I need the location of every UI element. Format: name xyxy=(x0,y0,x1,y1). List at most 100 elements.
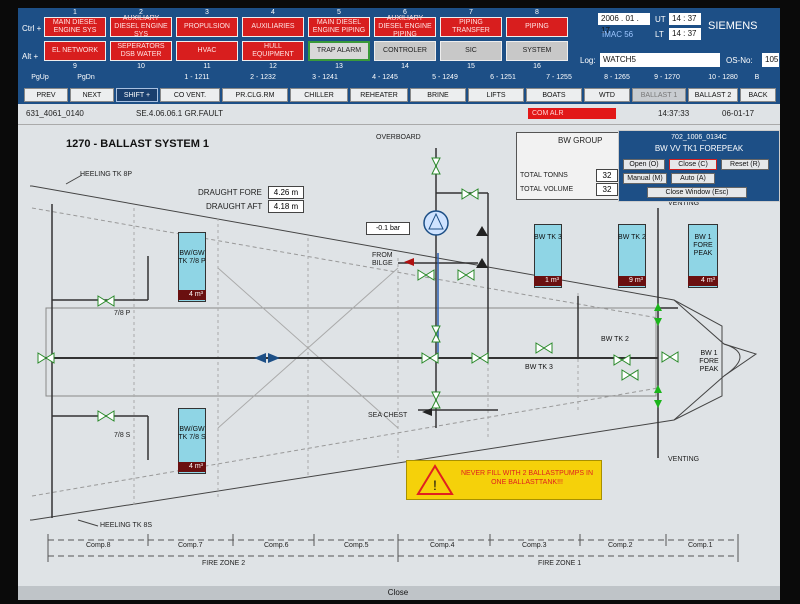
tank-bwgw-7-8p-value: 4 m³ xyxy=(178,290,206,300)
osno-field: 105 xyxy=(762,53,779,67)
popup-close-button[interactable]: Close (C) xyxy=(669,159,717,170)
num-16: 16 xyxy=(533,63,541,70)
imac-label: IMAC 56 xyxy=(602,30,634,39)
valve-control-popup: 702_1006_0134C BW VV TK1 FOREPEAK Open (… xyxy=(618,130,780,202)
status-fault[interactable]: SE.4.06.06.1 GR.FAULT xyxy=(136,109,224,118)
btn-seperators[interactable]: SEPERATORS DSB WATER xyxy=(110,41,172,61)
close-button[interactable]: Close xyxy=(387,588,409,597)
comp-3: Comp.3 xyxy=(522,542,547,549)
btn-controler[interactable]: CONTROLER xyxy=(374,41,436,61)
btn-hvac[interactable]: HVAC xyxy=(176,41,238,61)
fnum-4: 4 - 1245 xyxy=(372,74,398,81)
fnum-3: 3 - 1241 xyxy=(312,74,338,81)
pr-clg-rm-button[interactable]: PR.CLG.RM xyxy=(222,88,288,102)
warning-icon: ! xyxy=(416,464,454,495)
shift-button[interactable]: SHIFT + xyxy=(116,88,158,102)
tank-bw-3-label: BW TK 3 xyxy=(534,234,562,241)
num-15: 15 xyxy=(467,63,475,70)
btn-propulsion[interactable]: PROPULSION xyxy=(176,17,238,37)
num-6: 6 xyxy=(403,9,407,16)
btn-piping[interactable]: PIPING xyxy=(506,17,568,37)
alt-label: Alt + xyxy=(22,52,39,61)
btn-hull-equipment[interactable]: HULL EQUIPMENT xyxy=(242,41,304,61)
valve-7-8p-label: 7/8 P xyxy=(114,310,131,317)
top-bar: Ctrl + Alt + 1 2 3 4 5 6 7 8 MAIN DIESEL… xyxy=(18,8,780,72)
popup-reset-button[interactable]: Reset (R) xyxy=(721,159,769,170)
popup-manual-button[interactable]: Manual (M) xyxy=(623,173,667,184)
ballast2-button[interactable]: BALLAST 2 xyxy=(688,88,738,102)
ballast1-button[interactable]: BALLAST 1 xyxy=(632,88,686,102)
tank-bwgw-7-8s-value: 4 m³ xyxy=(178,462,206,472)
btn-aux-diesel-engine-piping[interactable]: AUXILIARY DIESEL ENGINE PIPING xyxy=(374,15,436,38)
num-14: 14 xyxy=(401,63,409,70)
co-vent-button[interactable]: CO VENT. xyxy=(160,88,220,102)
status-time: 14:37:33 xyxy=(658,109,690,118)
draught-fore-label: DRAUGHT FORE xyxy=(198,188,262,197)
total-tonns-value: 32 xyxy=(596,169,618,182)
comp-4: Comp.4 xyxy=(430,542,455,549)
next-button[interactable]: NEXT xyxy=(70,88,114,102)
reheater-button[interactable]: REHEATER xyxy=(350,88,408,102)
lt-time: 14 : 37 xyxy=(669,28,701,40)
log-field[interactable]: WATCH5 xyxy=(600,53,720,67)
tank-bwgw-7-8p-label: BW/GW TK 7/8 P xyxy=(178,250,206,265)
fire-zone-1: FIRE ZONE 1 xyxy=(538,560,582,567)
date-display: 2006 . 01 . 17 xyxy=(598,13,650,35)
chiller-button[interactable]: CHILLER xyxy=(290,88,348,102)
ctrl-label: Ctrl + xyxy=(22,24,42,33)
btn-main-diesel-engine-piping[interactable]: MAIN DIESEL ENGINE PIPING xyxy=(308,17,370,37)
wtd-button[interactable]: WTD xyxy=(584,88,630,102)
fnum-7: 7 - 1255 xyxy=(546,74,572,81)
tank-bw-1-fore-peak-value: 4 m³ xyxy=(688,276,718,286)
popup-close-window-button[interactable]: Close Window (Esc) xyxy=(647,187,747,198)
popup-open-button[interactable]: Open (O) xyxy=(623,159,665,170)
fnum-8: 8 - 1265 xyxy=(604,74,630,81)
comp-8: Comp.8 xyxy=(86,542,111,549)
num-4: 4 xyxy=(271,9,275,16)
osno-label: OS-No: xyxy=(726,56,753,65)
btn-aux-diesel-engine-sys[interactable]: AUXILIARY DIESEL ENGINE SYS xyxy=(110,15,172,38)
draught-fore-value: 4.26 m xyxy=(268,186,304,199)
ballast-diagram xyxy=(30,148,758,562)
lifts-button[interactable]: LIFTS xyxy=(468,88,524,102)
back-button[interactable]: BACK xyxy=(740,88,776,102)
draught-aft-value: 4.18 m xyxy=(268,200,304,213)
overboard-label: OVERBOARD xyxy=(376,134,421,141)
btn-el-network[interactable]: EL NETWORK xyxy=(44,41,106,61)
ut-label: UT xyxy=(655,15,666,24)
popup-auto-button[interactable]: Auto (A) xyxy=(671,173,715,184)
valve-7-8s-label: 7/8 S xyxy=(114,432,131,439)
btn-system[interactable]: SYSTEM xyxy=(506,41,568,61)
comp-2: Comp.2 xyxy=(608,542,633,549)
hull-label-bw1-fore-peak: BW 1 FORE PEAK xyxy=(699,350,719,373)
bw-group-title: BW GROUP xyxy=(558,136,603,145)
btn-main-diesel-engine-sys[interactable]: MAIN DIESEL ENGINE SYS xyxy=(44,17,106,37)
comp-5: Comp.5 xyxy=(344,542,369,549)
hull-label-bw-tk2: BW TK 2 xyxy=(601,336,629,343)
popup-code: 702_1006_0134C xyxy=(671,134,727,141)
prev-button[interactable]: PREV xyxy=(24,88,68,102)
comp-1: Comp.1 xyxy=(688,542,713,549)
btn-piping-transfer[interactable]: PIPING TRANSFER xyxy=(440,17,502,37)
btn-trap-alarm[interactable]: TRAP ALARM xyxy=(308,41,370,61)
com-alarm-indicator[interactable]: COM ALR xyxy=(528,108,616,119)
siemens-logo: SIEMENS xyxy=(708,20,758,32)
heeling-tk-8p-label: HEELING TK 8P xyxy=(80,171,133,178)
num-11: 11 xyxy=(203,63,211,70)
brine-button[interactable]: BRINE xyxy=(410,88,466,102)
btn-auxiliaries[interactable]: AUXILIARIES xyxy=(242,17,304,37)
boats-button[interactable]: BOATS xyxy=(526,88,582,102)
num-10: 10 xyxy=(137,63,145,70)
pressure-value: -0.1 bar xyxy=(366,222,410,235)
sea-chest-label: SEA CHEST xyxy=(368,412,408,419)
fnum-pgdn: PgDn xyxy=(77,74,95,81)
lt-label: LT xyxy=(655,30,664,39)
fnum-1: 1 - 1211 xyxy=(184,74,210,81)
comp-7: Comp.7 xyxy=(178,542,203,549)
total-volume-value: 32 xyxy=(596,183,618,196)
btn-sic[interactable]: SIC xyxy=(440,41,502,61)
warning-panel: ! NEVER FILL WITH 2 BALLASTPUMPS IN ONE … xyxy=(406,460,602,500)
status-code: 631_4061_0140 xyxy=(26,109,84,118)
venting-bottom-label: VENTING xyxy=(668,456,700,463)
comp-6: Comp.6 xyxy=(264,542,289,549)
